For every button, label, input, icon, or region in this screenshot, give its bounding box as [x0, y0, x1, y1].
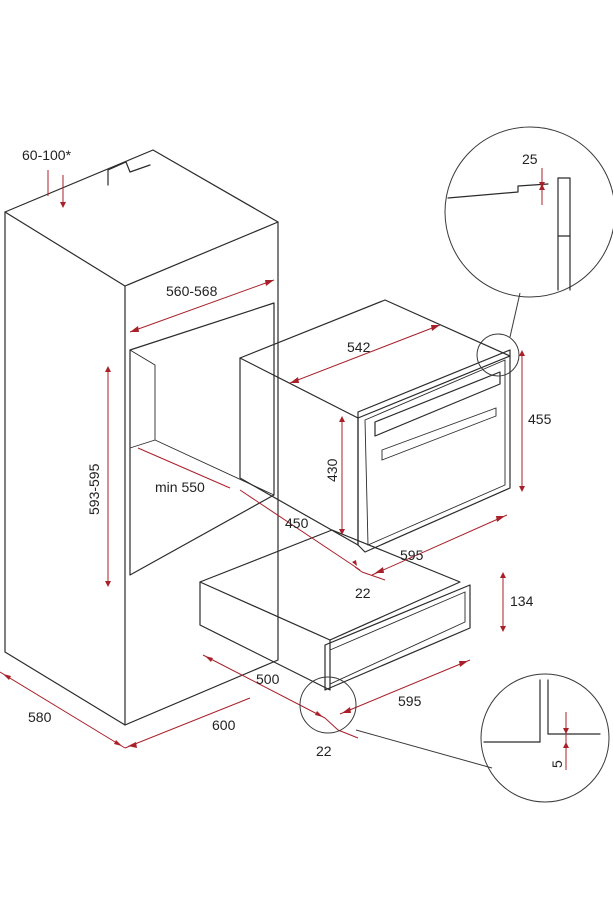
oven: [239, 299, 511, 553]
detail-callout-bottom: [299, 673, 610, 803]
label-cutout-top-gap: 60-100*: [22, 147, 72, 163]
tall-cabinet: [4, 149, 279, 726]
label-niche-width: 560-568: [166, 283, 218, 299]
dimension-labels: 60-100* 560-568 593-595 min 550 580 600 …: [22, 147, 565, 768]
label-oven-front-width: 595: [400, 547, 424, 563]
label-oven-body-width: 542: [347, 339, 371, 355]
label-oven-front-thickness: 22: [355, 585, 371, 601]
label-cabinet-depth: 580: [28, 709, 52, 725]
label-detail-top-gap: 25: [522, 151, 538, 167]
label-drawer-height: 134: [510, 593, 534, 609]
label-niche-depth-min: min 550: [155, 479, 205, 495]
dimension-lines: [0, 170, 525, 749]
label-detail-bottom-gap: 5: [549, 760, 565, 768]
label-niche-height: 593-595: [86, 463, 102, 515]
label-cabinet-width: 600: [212, 717, 236, 733]
label-oven-body-height: 430: [324, 458, 340, 482]
label-drawer-front-thickness: 22: [316, 743, 332, 759]
detail-callout-top: [444, 126, 613, 377]
label-drawer-depth: 500: [256, 671, 280, 687]
warming-drawer: [199, 529, 471, 691]
label-oven-front-height: 455: [528, 411, 552, 427]
label-drawer-front-width: 595: [398, 693, 422, 709]
label-oven-body-depth: 450: [285, 515, 309, 531]
